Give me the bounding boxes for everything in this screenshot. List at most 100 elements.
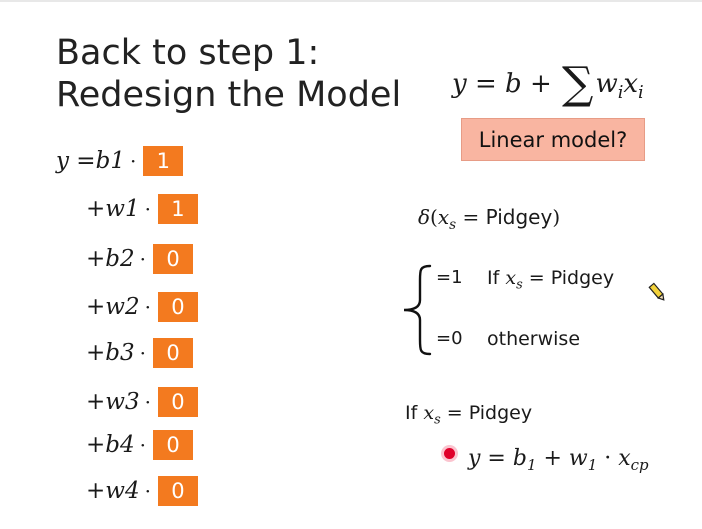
term-sub: 3: [120, 340, 135, 366]
value-box: 0: [157, 476, 198, 506]
formula-x: x: [623, 69, 639, 99]
term-op: +: [86, 432, 106, 458]
delta-x: x: [437, 205, 450, 229]
term-op: +: [86, 246, 106, 272]
result-dot: ·: [597, 446, 619, 471]
term-var: w: [105, 389, 125, 415]
term-sub: 4: [124, 478, 140, 504]
delta-word: Pidgey: [485, 205, 553, 229]
if-word: If: [405, 402, 424, 424]
dot-operator: ·: [144, 479, 151, 503]
term-sub: 1: [124, 196, 140, 222]
term-lhs: y =: [56, 148, 96, 174]
if-condition: If xs = Pidgey: [405, 402, 532, 428]
formula-plus: +: [521, 69, 561, 99]
formula-w: w: [595, 69, 618, 99]
result-w: w: [568, 446, 588, 471]
result-y: y: [468, 446, 481, 471]
result-equation: y = b1 + w1 · xcp: [468, 446, 649, 474]
term-op: +: [86, 478, 106, 504]
dot-operator: ·: [144, 197, 151, 221]
case1-x: x: [505, 267, 517, 289]
delta-close-paren: ): [552, 205, 561, 229]
term-op: +: [86, 294, 106, 320]
term-op: +: [86, 196, 106, 222]
slide-title: Back to step 1: Redesign the Model: [56, 32, 401, 116]
value-box: 0: [153, 430, 194, 460]
formula-x-sub: i: [638, 83, 644, 104]
case2-condition: otherwise: [487, 328, 581, 350]
case1-condition: If xs = Pidgey: [487, 267, 614, 293]
term-sub: 3: [124, 389, 140, 415]
term-var: w: [105, 478, 125, 504]
result-b: b: [512, 446, 527, 471]
term-sub: 1: [110, 148, 125, 174]
term-var: b: [95, 148, 111, 174]
term-sub: 4: [120, 432, 135, 458]
dot-operator: ·: [144, 295, 151, 319]
case1-value: =1: [436, 267, 463, 288]
case1-word: Pidgey: [550, 267, 615, 289]
result-x: x: [618, 446, 631, 471]
if-eq: =: [440, 402, 469, 424]
if-x-sub: s: [434, 412, 441, 428]
term-var: w: [105, 196, 125, 222]
if-x: x: [423, 402, 435, 424]
pencil-cursor-icon: [648, 282, 665, 301]
value-box: 1: [143, 146, 184, 176]
case1-eq: =: [522, 267, 551, 289]
if-pidgey: Pidgey: [468, 402, 533, 424]
delta-symbol: δ: [418, 205, 431, 229]
term-var: b: [105, 246, 121, 272]
dot-operator: ·: [129, 149, 137, 173]
case2-value: =0: [436, 328, 463, 349]
term-op: +: [86, 389, 106, 415]
formula-b: b: [505, 69, 522, 99]
result-eq: =: [480, 446, 513, 471]
title-line-2: Redesign the Model: [56, 75, 402, 115]
result-w-sub: 1: [587, 456, 598, 475]
dot-operator: ·: [144, 390, 151, 414]
delta-x-sub: s: [449, 216, 457, 233]
term-sub: 2: [120, 246, 135, 272]
term-var: w: [105, 294, 125, 320]
result-b-sub: 1: [526, 456, 537, 475]
sigma-icon: ∑: [562, 58, 594, 109]
laser-pointer-dot: [444, 448, 455, 459]
title-line-1: Back to step 1:: [56, 33, 320, 73]
value-box: 1: [157, 194, 198, 224]
dot-operator: ·: [139, 341, 147, 365]
curly-brace-icon: [403, 264, 432, 356]
case1-if: If: [487, 267, 506, 289]
dot-operator: ·: [139, 247, 147, 271]
result-x-sub: cp: [630, 456, 649, 475]
term-sub: 2: [124, 294, 140, 320]
value-box: 0: [153, 244, 194, 274]
linear-model-label: Linear model?: [461, 118, 645, 161]
delta-function: δ(xs = Pidgey): [418, 205, 560, 233]
linear-formula: y = b + ∑wixi: [452, 58, 644, 109]
case1-x-sub: s: [516, 277, 523, 293]
delta-eq: =: [456, 205, 486, 229]
term-op: +: [86, 340, 106, 366]
formula-eq: =: [466, 69, 506, 99]
formula-w-sub: i: [617, 83, 624, 104]
value-box: 0: [157, 292, 198, 322]
term-var: b: [105, 340, 121, 366]
value-box: 0: [157, 387, 198, 417]
term-var: b: [105, 432, 121, 458]
result-plus: +: [536, 446, 569, 471]
top-divider: [0, 0, 702, 2]
formula-y: y: [452, 69, 467, 99]
delta-open-paren: (: [430, 205, 438, 229]
value-box: 0: [153, 338, 194, 368]
